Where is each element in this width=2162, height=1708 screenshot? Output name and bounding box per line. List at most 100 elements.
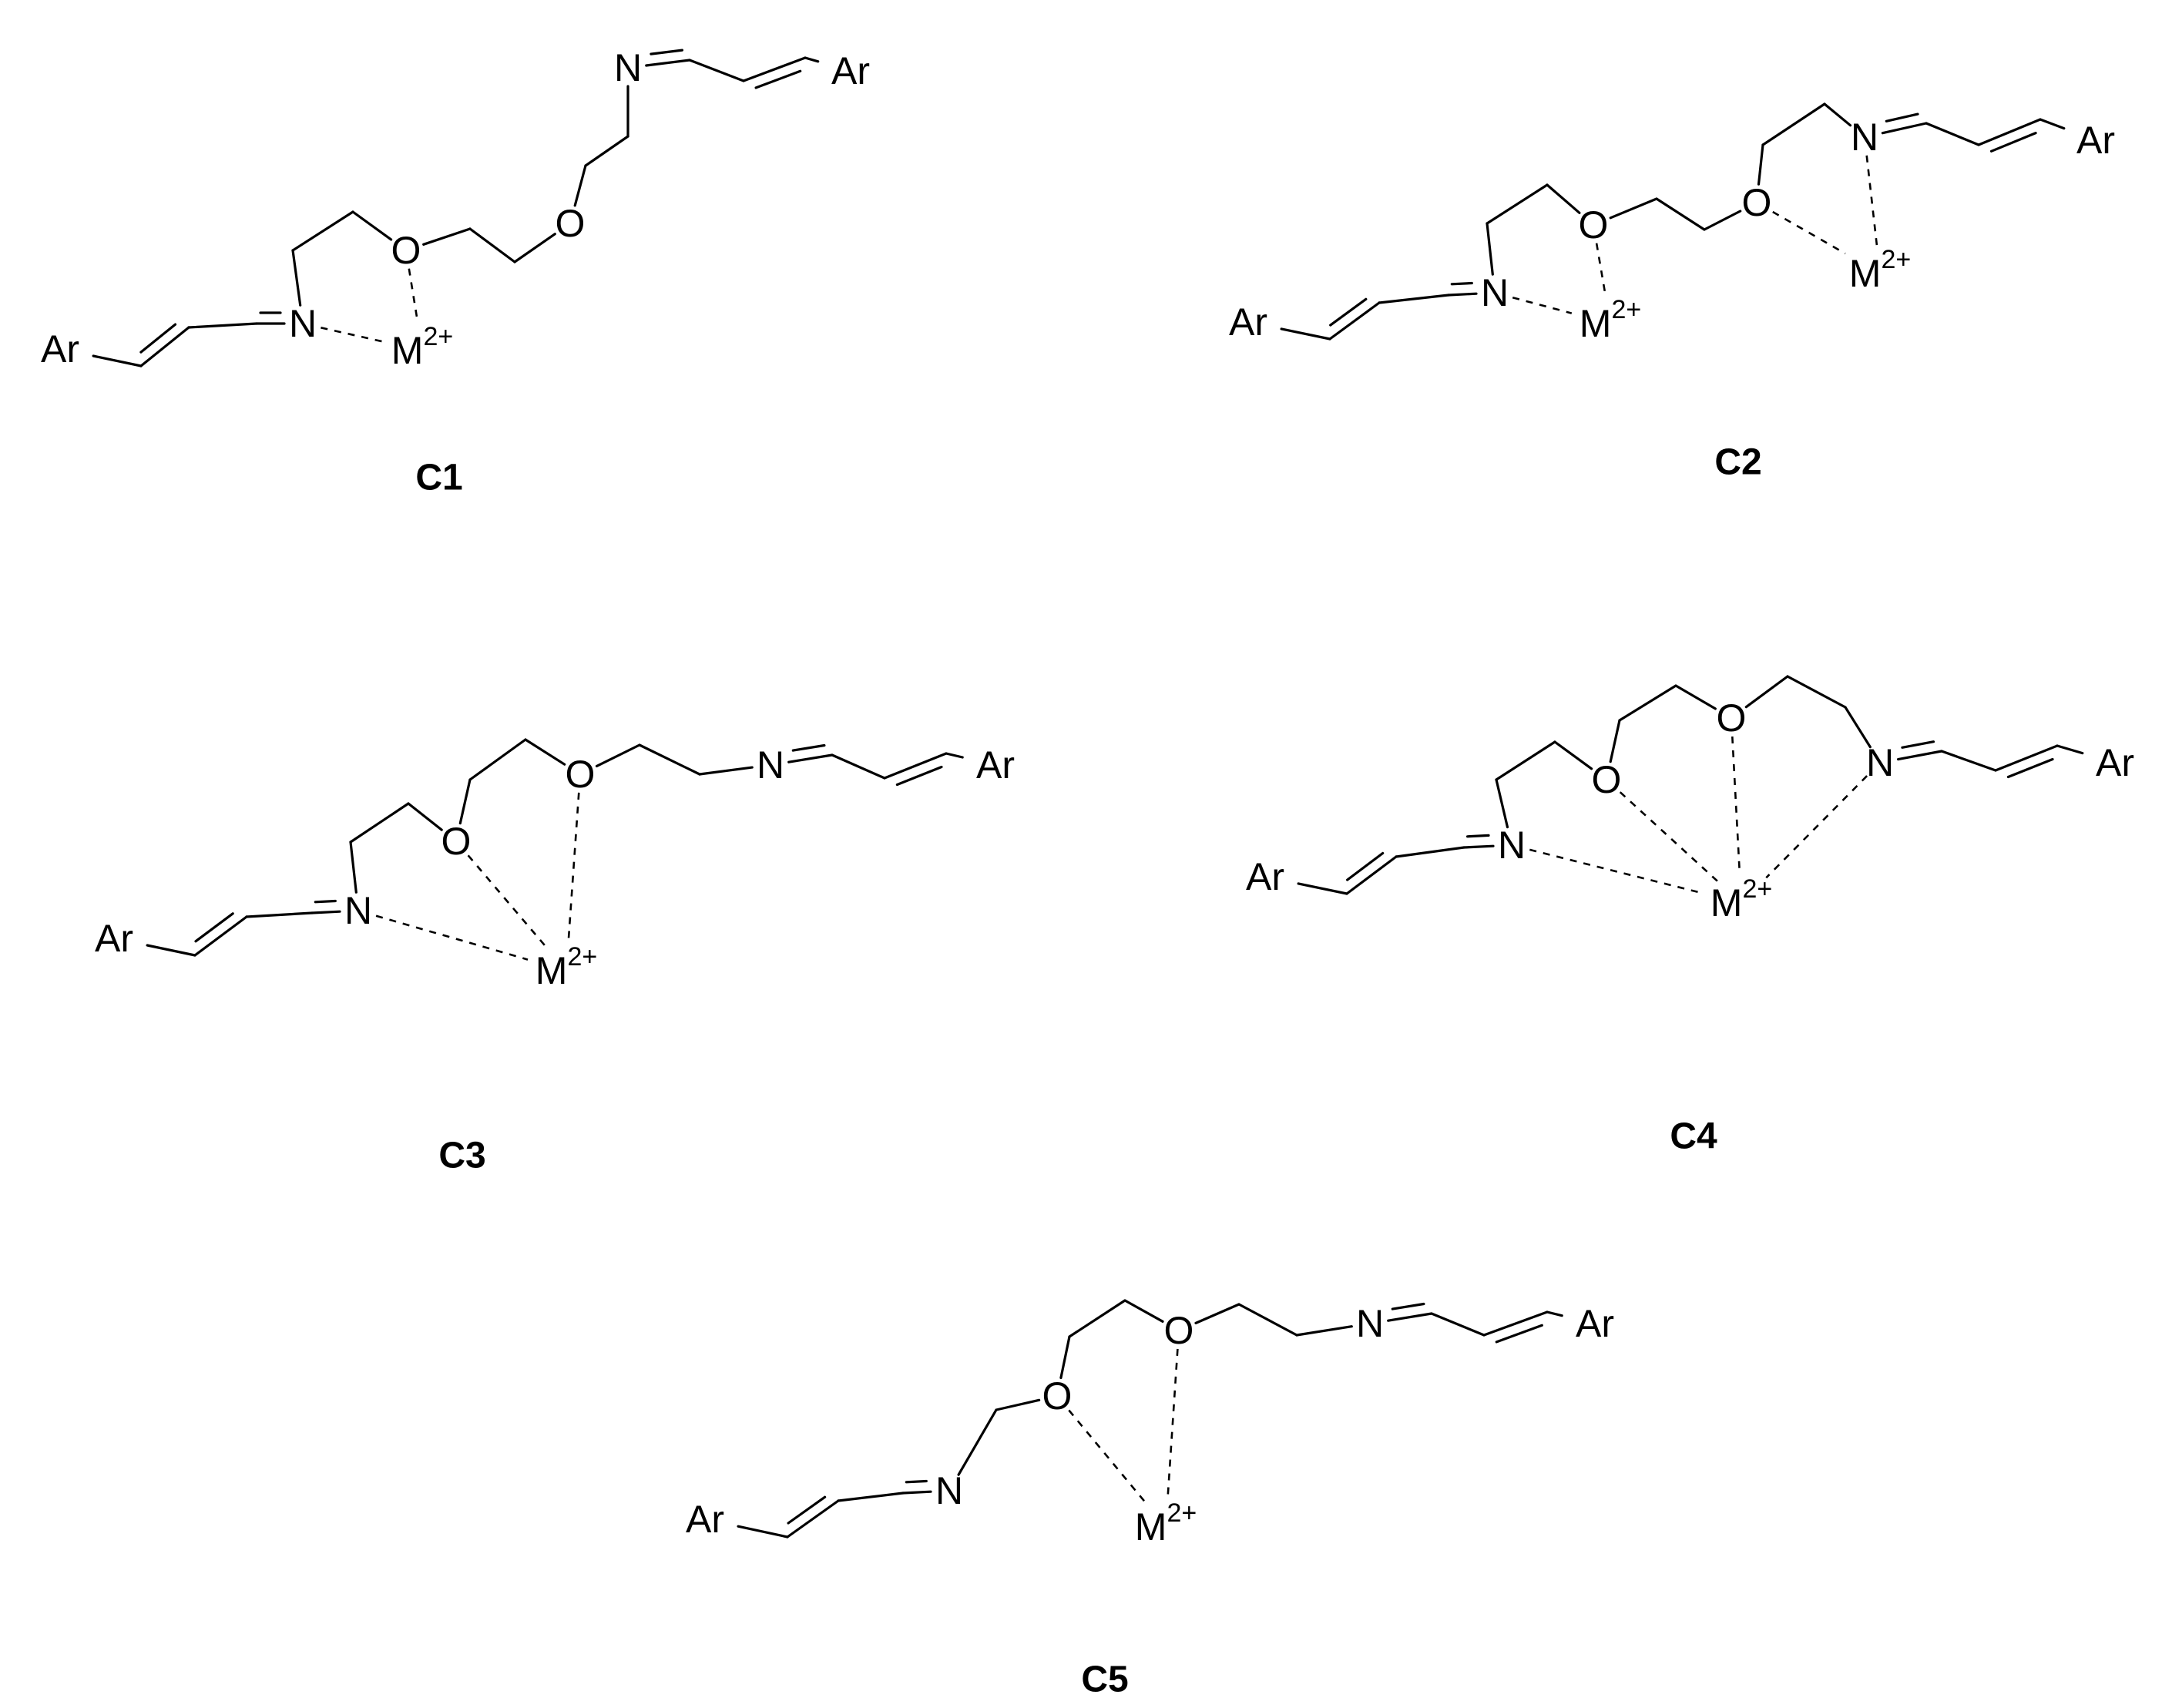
- aryl-group: Ar: [95, 917, 133, 960]
- chain-bond: [1757, 143, 1764, 186]
- vinyl-double-bond: [1977, 118, 2042, 146]
- ether-oxygen: O: [1164, 1309, 1194, 1352]
- chain-bond: [513, 233, 556, 263]
- vinyl-double-bond-inner: [1329, 297, 1368, 327]
- imine-nitrogen: N: [1498, 824, 1526, 867]
- metal-ion: M2+: [1580, 295, 1641, 345]
- vinyl-aryl-bond: [945, 752, 964, 759]
- aryl-group: Ar: [41, 327, 79, 371]
- imine-vinyl-bond: [1925, 122, 1980, 146]
- vinyl-double-bond-inner: [2006, 757, 2054, 779]
- coordination-bond: [1595, 243, 1607, 297]
- chain-bond: [698, 766, 754, 776]
- metal-ion: M2+: [1135, 1498, 1197, 1549]
- metal-symbol: M: [391, 329, 424, 372]
- aryl-vinyl-bond: [92, 354, 143, 367]
- metal-charge: 2+: [423, 322, 453, 351]
- chain-bond: [1844, 706, 1872, 749]
- vinyl-double-bond: [1994, 744, 2059, 772]
- aryl-vinyl-bond: [737, 1525, 789, 1539]
- imine-nitrogen: N: [935, 1469, 963, 1512]
- vinyl-double-bond: [786, 1499, 840, 1539]
- vinyl-double-bond-inner: [1989, 132, 2037, 153]
- chain-bond: [1123, 1299, 1164, 1323]
- chain-bond: [468, 227, 516, 263]
- aryl-group: Ar: [831, 49, 870, 92]
- chain-bond: [1553, 740, 1593, 770]
- imine-double-bond-inner: [1465, 834, 1490, 838]
- aryl-vinyl-bond: [1280, 327, 1331, 341]
- chain-bond: [1486, 222, 1494, 276]
- chain-bond: [458, 778, 472, 825]
- ether-oxygen: O: [556, 202, 586, 245]
- chain-bond: [1495, 740, 1556, 781]
- coordination-bond: [1765, 775, 1868, 879]
- coordination-bond: [321, 327, 384, 343]
- imine-nitrogen: N: [1481, 271, 1509, 314]
- compound-label-c1: C1: [415, 458, 462, 498]
- vinyl-double-bond: [193, 915, 248, 957]
- vinyl-aryl-bond: [1546, 1310, 1563, 1317]
- metal-charge: 2+: [1167, 1498, 1197, 1528]
- imine-double-bond: [645, 59, 691, 67]
- vinyl-imine-bond: [837, 1492, 905, 1502]
- imine-double-bond: [1387, 1312, 1433, 1322]
- ether-oxygen: O: [1742, 181, 1772, 224]
- chain-bond: [1655, 197, 1706, 231]
- metal-symbol: M: [535, 949, 568, 992]
- imine-double-bond-inner: [650, 49, 684, 55]
- imine-vinyl-bond: [831, 753, 886, 780]
- metal-charge: 2+: [1611, 295, 1641, 324]
- aryl-group: Ar: [1576, 1302, 1614, 1345]
- metal-ion: M2+: [1710, 874, 1772, 924]
- chain-bond: [1786, 675, 1847, 709]
- imine-double-bond: [1447, 292, 1478, 297]
- metal-symbol: M: [1849, 252, 1882, 295]
- coordination-bond: [1731, 736, 1741, 874]
- coordination-bond: [1619, 791, 1718, 882]
- imine-vinyl-bond: [688, 59, 745, 82]
- aryl-group: Ar: [2076, 119, 2115, 162]
- aryl-group: Ar: [686, 1498, 724, 1541]
- ether-oxygen: O: [1592, 758, 1622, 801]
- coordination-bond: [1772, 210, 1846, 255]
- chain-bond: [1761, 102, 1826, 146]
- aryl-vinyl-bond: [146, 944, 196, 957]
- metal-symbol: M: [1135, 1505, 1167, 1549]
- vinyl-double-bond-inner: [1345, 851, 1385, 881]
- imine-nitrogen: N: [614, 46, 642, 89]
- vinyl-imine-bond: [245, 911, 314, 918]
- chain-bond: [1609, 197, 1658, 220]
- ether-oxygen: O: [1717, 696, 1747, 740]
- vinyl-double-bond-inner: [787, 1495, 827, 1525]
- vinyl-double-bond: [883, 752, 948, 780]
- compound-label-c3: C3: [438, 1136, 485, 1176]
- vinyl-double-bond: [139, 326, 190, 367]
- vinyl-aryl-bond: [804, 56, 820, 63]
- imine-double-bond-inner: [1885, 112, 1919, 122]
- metal-ion: M2+: [391, 322, 453, 372]
- vinyl-aryl-bond: [2039, 118, 2066, 130]
- chain-bond: [573, 164, 587, 207]
- compound-label-c5: C5: [1081, 1659, 1128, 1700]
- chain-bond: [1237, 1303, 1298, 1337]
- vinyl-double-bond: [1328, 301, 1381, 341]
- bond-layer: [92, 49, 2084, 1539]
- chain-bond: [1609, 719, 1621, 763]
- imine-double-bond: [1881, 122, 1928, 135]
- chain-bond: [1068, 1299, 1126, 1338]
- chain-bond: [995, 1398, 1041, 1411]
- coordination-bond: [567, 792, 580, 939]
- imine-double-bond-inner: [1391, 1302, 1425, 1310]
- coordination-bond: [1865, 155, 1878, 247]
- chain-bond: [422, 227, 472, 246]
- imine-double-bond: [1462, 844, 1495, 849]
- coordination-bond: [1512, 296, 1573, 314]
- imine-double-bond-inner: [314, 899, 337, 904]
- chain-bond: [1823, 102, 1852, 127]
- vinyl-imine-bond: [1378, 294, 1450, 304]
- chain-bond: [351, 210, 393, 241]
- chain-bond: [407, 802, 443, 831]
- vinyl-imine-bond: [187, 322, 258, 329]
